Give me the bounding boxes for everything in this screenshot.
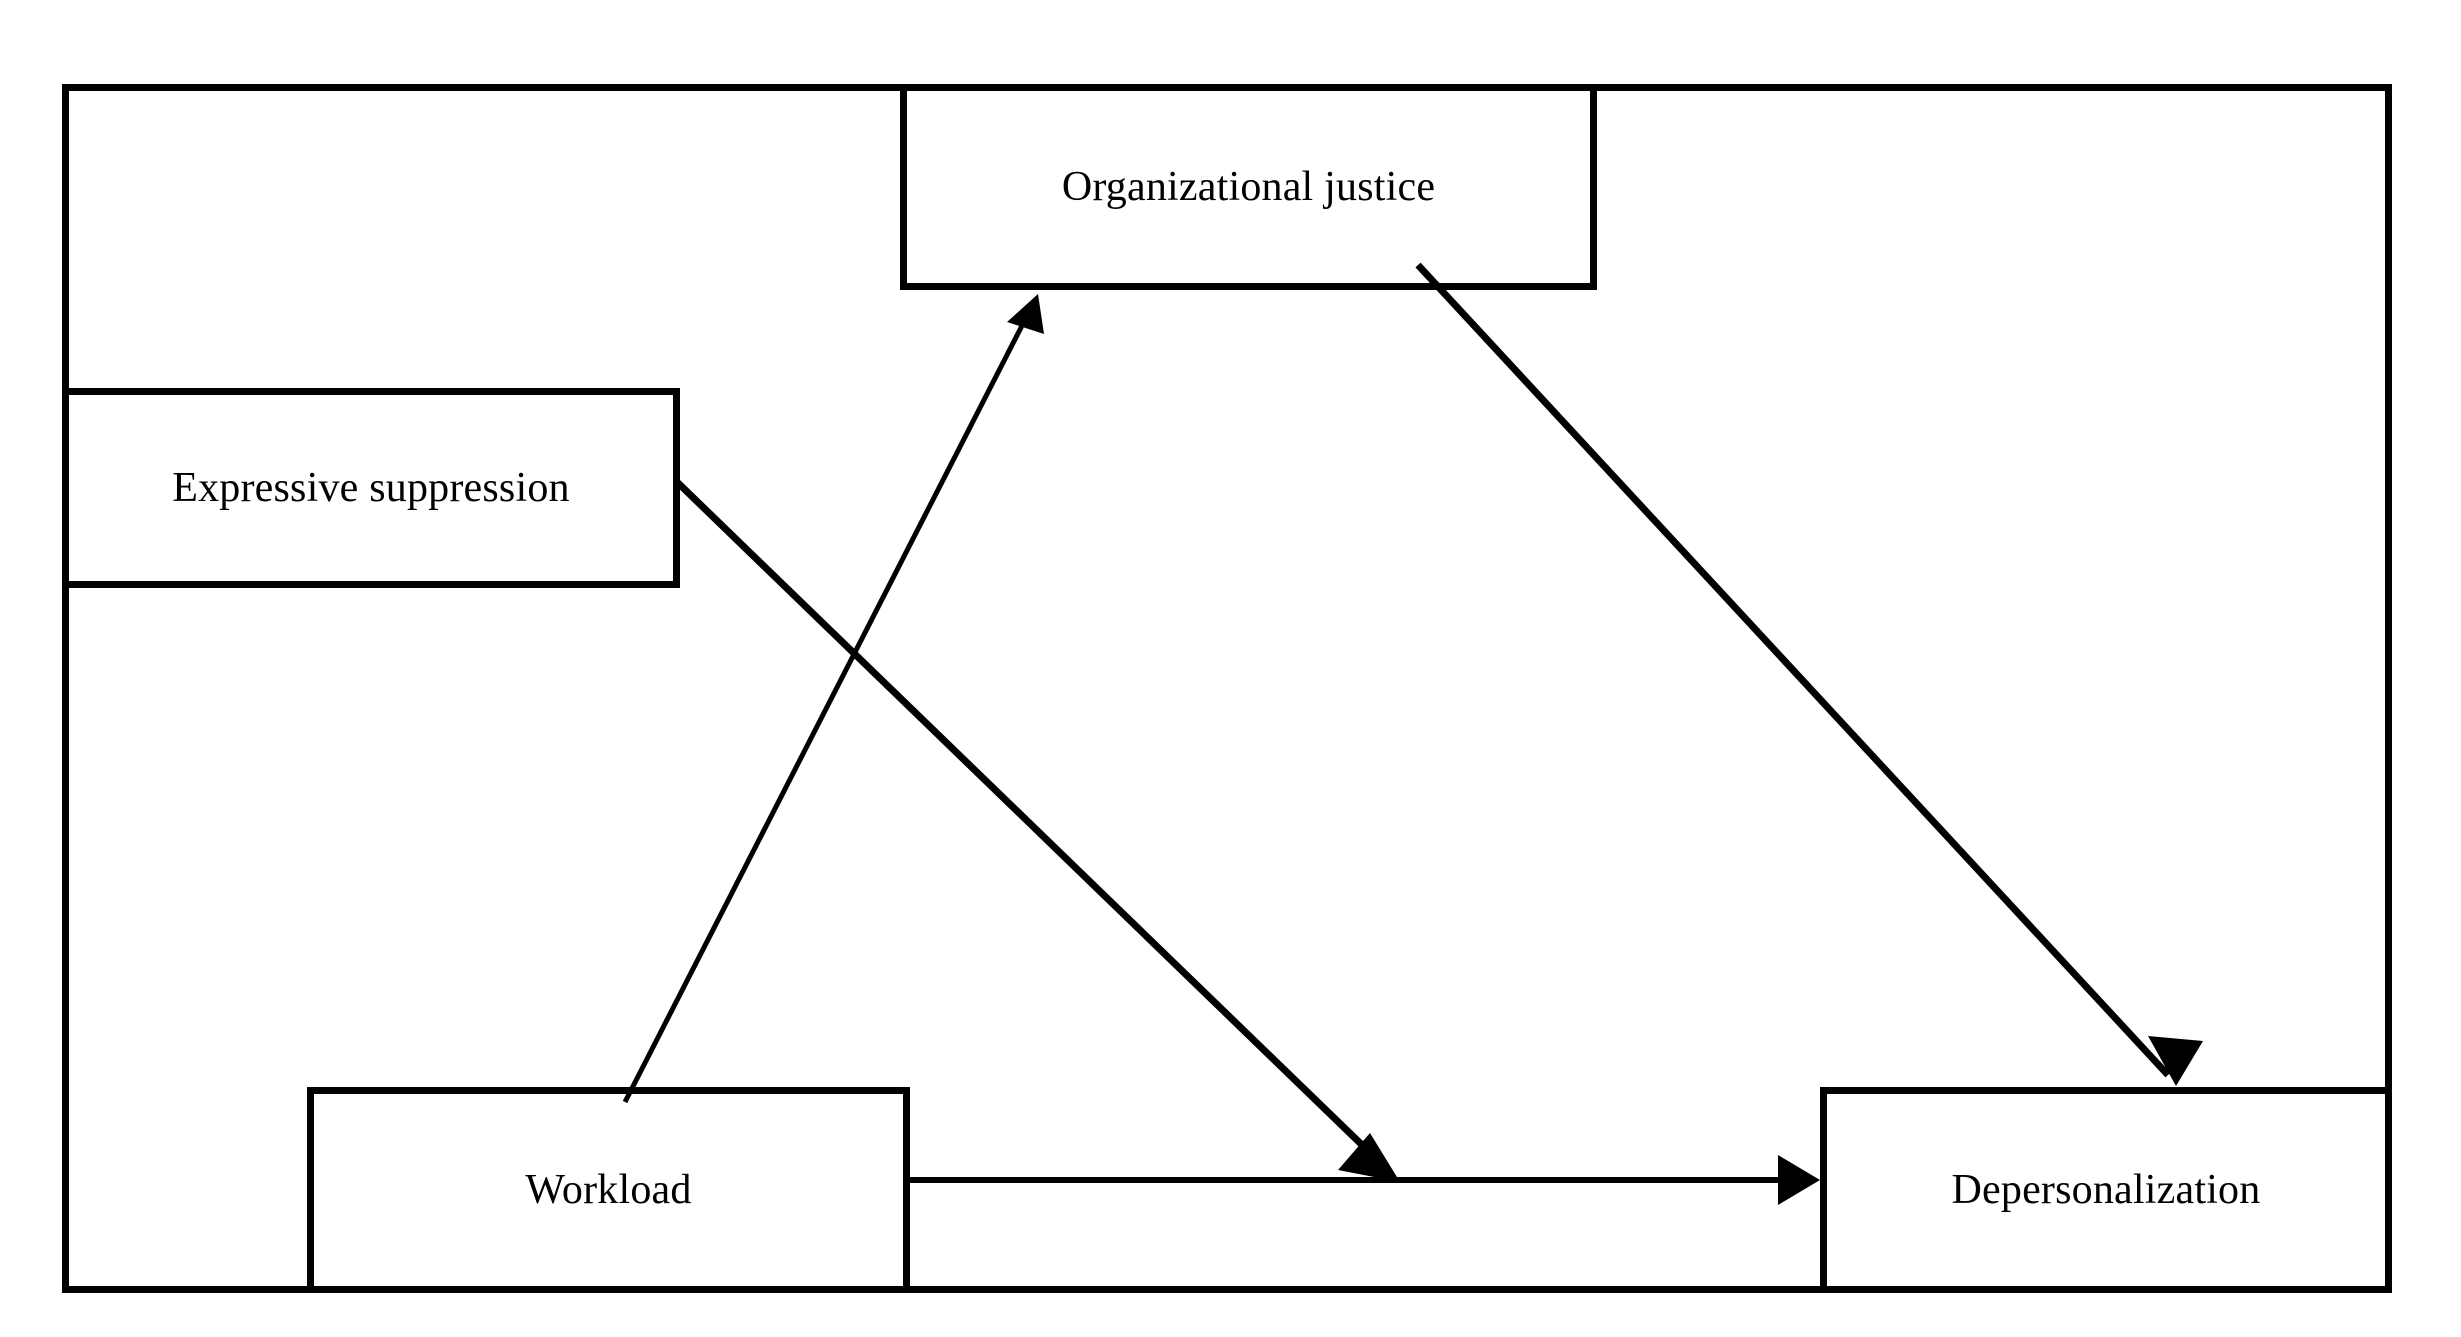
- node-box-expressive-suppression[interactable]: [62, 388, 680, 588]
- node-box-depersonalization[interactable]: [1820, 1087, 2392, 1293]
- node-box-organizational-justice[interactable]: [900, 84, 1597, 290]
- edge-workload-to-depersonalization: [910, 1155, 1820, 1205]
- edge-workload-to-organizational-justice: [622, 294, 1044, 1104]
- edge-organizational-justice-to-depersonalization: [1415, 262, 2203, 1086]
- node-box-workload[interactable]: [307, 1087, 910, 1293]
- edge-expressive-suppression-to-depersonalization: [673, 478, 1400, 1182]
